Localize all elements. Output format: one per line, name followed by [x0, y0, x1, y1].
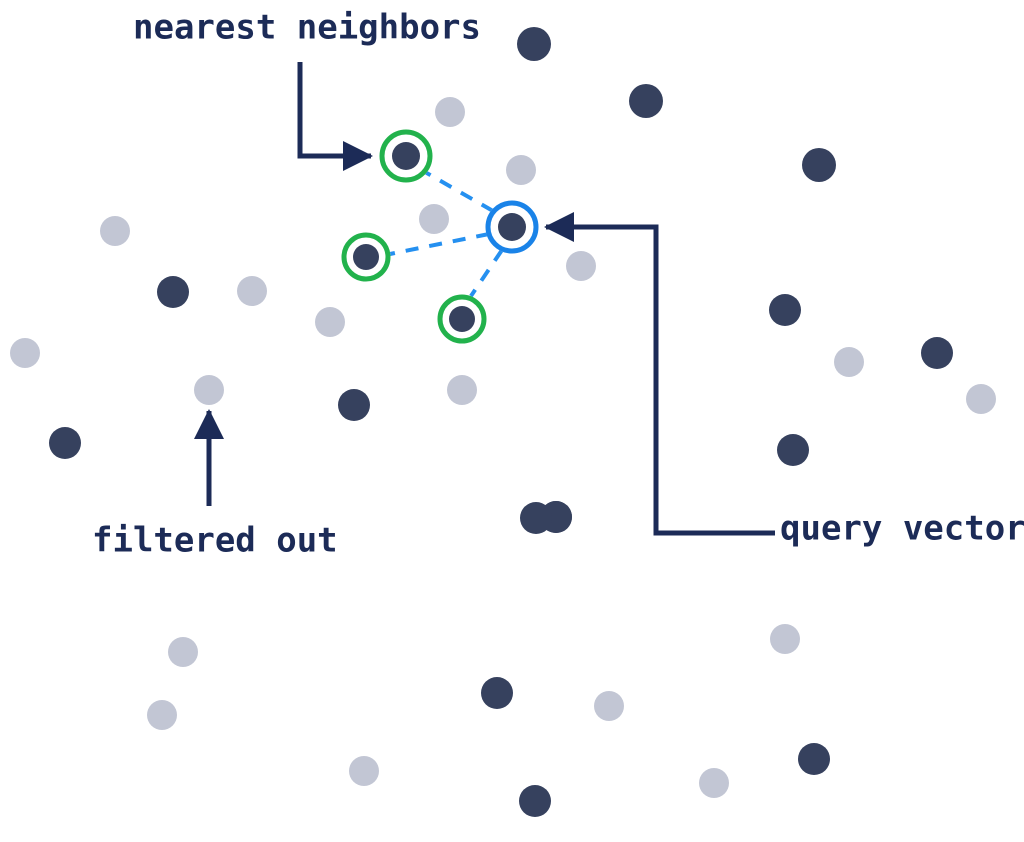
candidate-dot	[802, 148, 836, 182]
filtered-out-dot-layer	[10, 97, 996, 798]
candidate-dot	[520, 502, 552, 534]
candidate-dot	[157, 276, 189, 308]
filtered-out-dot	[435, 97, 465, 127]
neighbor-highlight-ring	[379, 129, 433, 183]
query-dot	[498, 213, 526, 241]
filtered-out-dot	[237, 276, 267, 306]
candidate-dot	[519, 785, 551, 817]
neighbor-dot	[449, 306, 475, 332]
nearest-neighbor-node	[341, 232, 391, 282]
query-vector-arrow	[543, 212, 775, 536]
candidate-dot	[777, 434, 809, 466]
neighbor-dot	[392, 142, 420, 170]
filtered-out-dot	[315, 307, 345, 337]
query-vector-node-layer	[485, 200, 539, 254]
candidate-dot	[629, 84, 663, 118]
filtered-out-dot	[834, 347, 864, 377]
filtered-out-dot	[419, 204, 449, 234]
neighbor-connector-layer	[389, 170, 504, 298]
filtered-out-dot	[147, 700, 177, 730]
filtered-out-dot	[594, 691, 624, 721]
neighbor-highlight-ring	[341, 232, 391, 282]
annotation-label-query-vector: query vector	[780, 509, 1024, 549]
nearest-neighbor-node	[379, 129, 433, 183]
filtered-out-dot	[349, 756, 379, 786]
neighbor-highlight-ring	[437, 294, 487, 344]
annotation-label-nearest-neighbors: nearest neighbors	[133, 8, 481, 48]
candidate-dot	[798, 743, 830, 775]
neighbor-connector-line	[389, 232, 490, 256]
candidate-dot	[517, 27, 551, 61]
candidate-dot-layer	[49, 27, 953, 817]
filtered-out-dot	[447, 375, 477, 405]
nearest-neighbor-node-layer	[341, 129, 487, 344]
filtered-out-dot	[770, 624, 800, 654]
candidate-dot	[769, 294, 801, 326]
nearest-neighbor-node	[437, 294, 487, 344]
filtered-out-dot	[10, 338, 40, 368]
candidate-dot	[338, 389, 370, 421]
candidate-dot	[481, 677, 513, 709]
filtered-out-dot	[699, 768, 729, 798]
annotation-label-filtered-out: filtered out	[92, 521, 338, 561]
filtered-out-dot	[100, 216, 130, 246]
filtered-out-dot	[566, 251, 596, 281]
neighbor-connector-line	[469, 248, 504, 298]
annotation-arrow-layer	[194, 62, 775, 536]
annotation-label-layer: nearest neighbors filtered out query vecto…	[92, 8, 1024, 561]
filtered-out-dot	[194, 375, 224, 405]
query-vector-node	[485, 200, 539, 254]
nearest-neighbors-arrow	[297, 62, 374, 171]
filtered-out-dot	[168, 637, 198, 667]
filtered-out-dot	[966, 384, 996, 414]
candidate-dot	[921, 337, 953, 369]
query-highlight-ring	[485, 200, 539, 254]
filtered-out-dot	[506, 155, 536, 185]
neighbor-dot	[353, 244, 379, 270]
candidate-dot	[49, 427, 81, 459]
